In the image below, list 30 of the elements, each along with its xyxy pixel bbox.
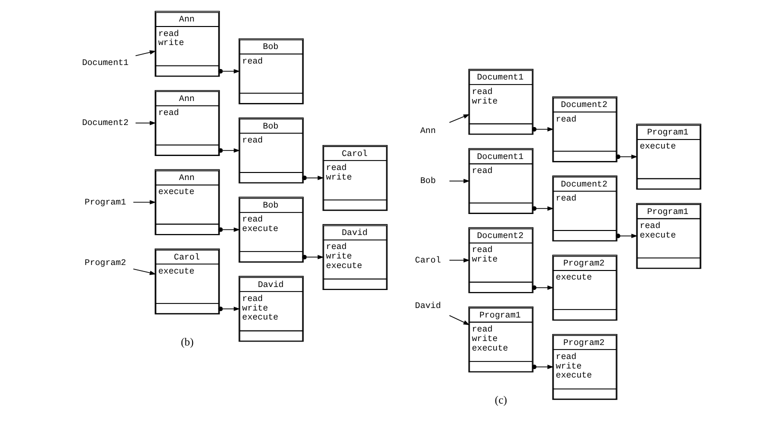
arrow [135, 50, 156, 56]
node-text: Document2 [82, 118, 129, 128]
arrow [532, 206, 554, 211]
node-text: Bob [420, 176, 436, 186]
arrow [218, 69, 240, 74]
arrow [218, 148, 240, 153]
arrow [449, 178, 470, 184]
arrow [302, 176, 324, 180]
arrow [532, 364, 554, 370]
arrow [132, 200, 156, 204]
arrow [302, 254, 324, 260]
node-text: Document1 [82, 58, 129, 68]
arrow [449, 258, 470, 262]
arrow [449, 315, 470, 326]
arrow [616, 154, 638, 160]
label: (b) [180, 336, 194, 348]
node-text: David [415, 300, 441, 311]
arrow [135, 120, 156, 126]
arrow [532, 127, 554, 132]
arrow [132, 268, 156, 275]
arrow [616, 234, 638, 238]
arrow [532, 285, 554, 290]
node-text: Program1 [84, 197, 126, 208]
node-text: Program2 [84, 258, 126, 268]
node-text: Ann [420, 126, 436, 136]
arrow [449, 114, 470, 123]
arrow [218, 306, 240, 312]
arrow [218, 227, 240, 232]
node-text: Carol [415, 255, 441, 266]
label: (c) [494, 394, 508, 406]
